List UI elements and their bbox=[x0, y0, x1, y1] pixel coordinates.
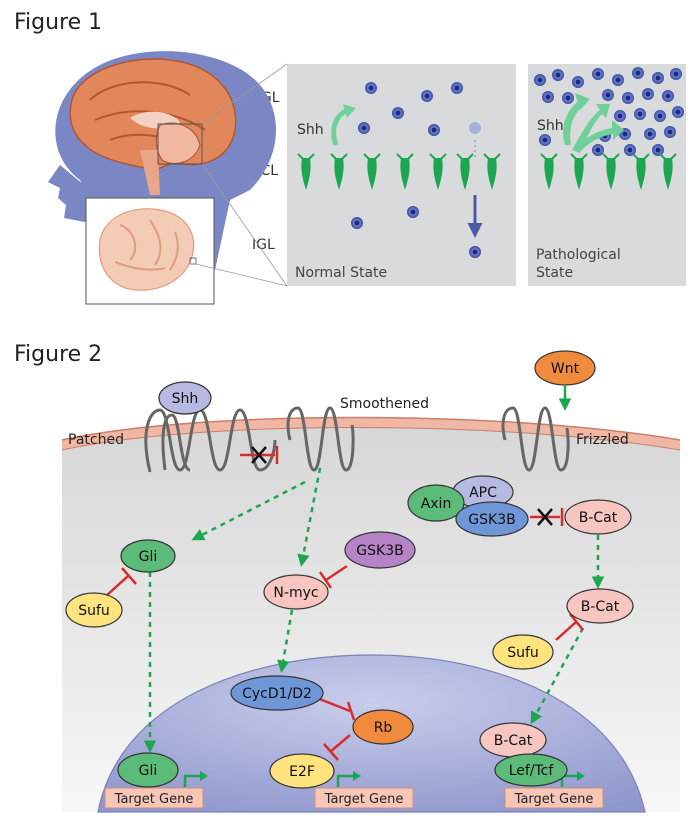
svg-text:B-Cat: B-Cat bbox=[581, 599, 620, 615]
svg-text:Gli: Gli bbox=[139, 763, 158, 779]
target-gene-boxes bbox=[104, 787, 604, 809]
patched-smoothened-inhibition bbox=[240, 446, 279, 464]
node-bcat-3: B-Cat bbox=[479, 722, 547, 758]
node-leftcf: Lef/Tcf bbox=[494, 753, 568, 787]
node-sufu-right: Sufu bbox=[492, 634, 554, 670]
svg-text:N-myc: N-myc bbox=[273, 585, 318, 601]
node-cycd: CycD1/D2 bbox=[230, 675, 324, 711]
head-illustration bbox=[48, 51, 288, 305]
svg-text:Rb: Rb bbox=[374, 720, 393, 736]
svg-text:B-Cat: B-Cat bbox=[579, 510, 618, 526]
svg-text:Sufu: Sufu bbox=[78, 603, 110, 619]
node-gli-top: Gli bbox=[120, 539, 176, 573]
target-gene-label-1: Target Gene bbox=[114, 792, 194, 807]
node-wnt: Wnt bbox=[534, 350, 596, 386]
purkinje-dendrites-normal bbox=[297, 153, 501, 164]
node-nmyc: N-myc bbox=[263, 574, 329, 610]
node-bcat-1: B-Cat bbox=[564, 499, 632, 535]
node-gsk3b-complex: GSK3B bbox=[455, 501, 529, 537]
svg-text:E2F: E2F bbox=[289, 764, 315, 780]
frizzled-label: Frizzled bbox=[576, 432, 629, 448]
pathological-shh-arrows bbox=[563, 93, 624, 153]
svg-text:Axin: Axin bbox=[421, 496, 452, 512]
purkinje-cells-pathological bbox=[544, 158, 673, 190]
node-bcat-2: B-Cat bbox=[566, 588, 634, 624]
svg-text:B-Cat: B-Cat bbox=[494, 733, 533, 749]
purkinje-cells-normal bbox=[296, 155, 497, 190]
node-rb: Rb bbox=[352, 709, 414, 745]
svg-text:GSK3B: GSK3B bbox=[468, 512, 515, 528]
svg-text:Wnt: Wnt bbox=[551, 361, 580, 377]
svg-text:APC: APC bbox=[469, 485, 497, 501]
pathological-shh-label: Shh bbox=[537, 118, 564, 134]
target-gene-label-3: Target Gene bbox=[514, 792, 594, 807]
target-gene-label-2: Target Gene bbox=[324, 792, 404, 807]
figure-2-title: Figure 2 bbox=[14, 342, 103, 367]
svg-text:CycD1/D2: CycD1/D2 bbox=[242, 686, 312, 702]
inhibition-lines bbox=[105, 564, 584, 761]
normal-shh-label: Shh bbox=[297, 122, 324, 138]
frizzled-receptor bbox=[501, 406, 570, 472]
node-gsk3b-nmyc: GSK3B bbox=[344, 531, 416, 569]
pathological-cells bbox=[534, 67, 684, 156]
igl-label: IGL bbox=[252, 237, 275, 253]
node-gli-bottom: Gli bbox=[117, 752, 179, 788]
target-gene-arrowheads bbox=[200, 771, 585, 781]
pathological-state-panel: Pathological State bbox=[528, 64, 686, 286]
pathological-state-label-line1: Pathological bbox=[536, 247, 621, 263]
node-sufu-left: Sufu bbox=[65, 592, 123, 628]
patched-label: Patched bbox=[68, 432, 124, 448]
smoothened-receptor bbox=[286, 406, 355, 472]
complex-bcat-inhibition bbox=[530, 508, 564, 526]
figure-1-title: Figure 1 bbox=[14, 10, 103, 35]
normal-state-label: Normal State bbox=[295, 265, 388, 281]
patched-receptor bbox=[144, 408, 277, 473]
svg-text:GSK3B: GSK3B bbox=[356, 543, 403, 559]
purkinje-dendrites-pathological bbox=[540, 153, 677, 164]
normal-egl-cells bbox=[358, 82, 481, 136]
normal-shh-arrow bbox=[331, 104, 356, 146]
smoothened-label: Smoothened bbox=[340, 396, 429, 412]
svg-text:Lef/Tcf: Lef/Tcf bbox=[509, 763, 555, 779]
activation-arrows bbox=[143, 467, 605, 753]
pathological-state-label-line2: State bbox=[536, 265, 574, 281]
svg-text:Sufu: Sufu bbox=[507, 645, 539, 661]
normal-igl-cells bbox=[351, 206, 481, 258]
node-shh: Shh bbox=[158, 381, 212, 415]
node-axin: Axin bbox=[407, 484, 465, 522]
svg-text:Shh: Shh bbox=[172, 391, 199, 407]
node-e2f: E2F bbox=[269, 753, 335, 789]
svg-text:Gli: Gli bbox=[139, 549, 158, 565]
